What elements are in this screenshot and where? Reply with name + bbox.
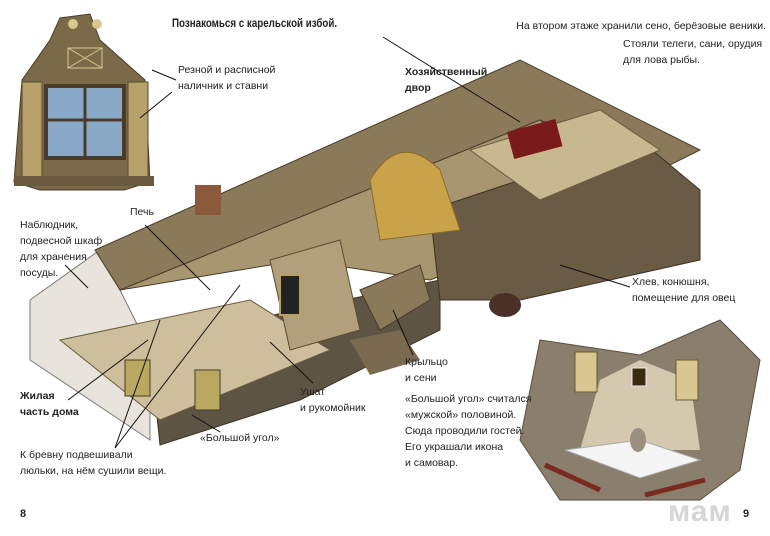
label-line: наличник и ставни xyxy=(178,80,269,92)
label-line: подвесной шкаф xyxy=(20,235,103,247)
label-line: для лова рыбы. xyxy=(623,54,701,66)
label-line: Хлев, конюшня, xyxy=(632,276,710,288)
label-line: и самовар. xyxy=(405,457,458,469)
label-cupboard: Наблюдник, подвесной шкаф для хранения п… xyxy=(20,217,102,281)
label-line: Стояли телеги, сани, орудия xyxy=(623,38,763,50)
label-line: Наблюдник, xyxy=(20,219,79,231)
label-stove: Печь xyxy=(130,206,154,218)
label-carts: Стояли телеги, сани, орудия для лова рыб… xyxy=(623,36,762,68)
page-title: Познакомься с карельской избой. xyxy=(172,18,338,30)
label-line: двор xyxy=(405,82,431,94)
label-beam: К бревну подвешивали люльки, на нём суши… xyxy=(20,447,166,479)
label-corner-description: «Большой угол» считался «мужской» полови… xyxy=(405,391,531,471)
leader-lines xyxy=(64,36,631,449)
label-tub: Ушат и рукомойник xyxy=(300,384,366,416)
label-line: Крыльцо xyxy=(405,356,448,368)
label-line: часть дома xyxy=(20,406,79,418)
label-line: «Большой угол» считался xyxy=(405,393,532,405)
label-line: люльки, на нём сушили вещи. xyxy=(20,465,167,477)
label-second-floor: На втором этаже хранили сено, берёзовые … xyxy=(516,20,766,32)
label-living: Жилая часть дома xyxy=(20,388,79,420)
label-big-corner: «Большой угол» xyxy=(200,432,280,444)
label-line: Ушат xyxy=(300,386,326,398)
label-line: Хозяйственный xyxy=(405,66,488,78)
label-line: Резной и расписной xyxy=(178,64,276,76)
label-line: Его украшали икона xyxy=(405,441,504,453)
label-line: Сюда проводили гостей. xyxy=(405,425,525,437)
label-line: «мужской» половиной. xyxy=(405,409,517,421)
label-barn: Хлев, конюшня, помещение для овец xyxy=(632,274,735,306)
label-line: Жилая xyxy=(20,390,55,402)
house-illustration xyxy=(29,59,702,446)
label-porch: Крыльцо и сени xyxy=(405,354,448,386)
label-line: и рукомойник xyxy=(300,402,366,414)
carved-window-illustration xyxy=(13,13,154,191)
label-line: помещение для овец xyxy=(632,292,736,304)
watermark: мам xyxy=(668,495,732,528)
label-window: Резной и расписной наличник и ставни xyxy=(178,62,275,94)
label-line: и сени xyxy=(405,372,437,384)
big-corner-illustration xyxy=(519,319,761,501)
page-number-right: 9 xyxy=(743,508,750,520)
label-line: К бревну подвешивали xyxy=(20,449,133,461)
label-yard: Хозяйственный двор xyxy=(405,64,487,96)
page-number-left: 8 xyxy=(20,508,27,520)
label-line: посуды. xyxy=(20,267,59,279)
label-line: для хранения xyxy=(20,251,87,263)
